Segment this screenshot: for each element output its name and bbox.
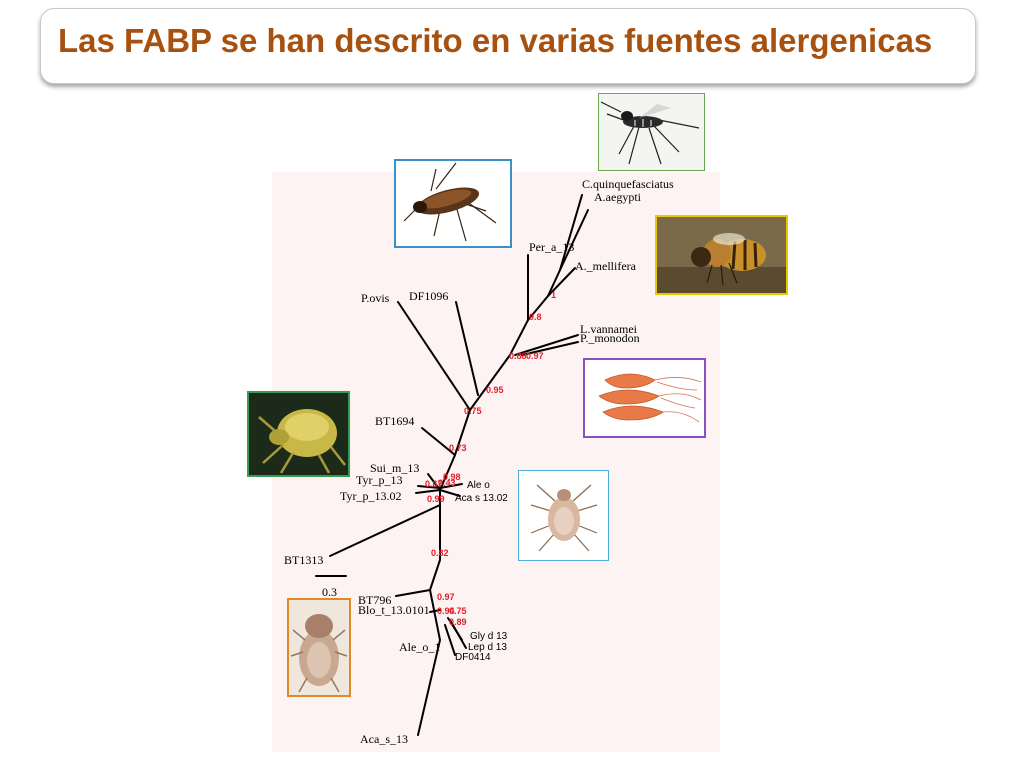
branch-p-monodon [521, 341, 579, 356]
leaf-label-bt1694: BT1694 [375, 414, 414, 428]
support-value: 0.99 [427, 494, 445, 504]
mite-closeup-photo [287, 598, 351, 697]
branch-lep-d [449, 619, 467, 649]
leaf-label-aca-s13: Aca_s_13 [360, 732, 408, 746]
branch-bt1694 [421, 427, 456, 456]
support-value: 0.97 [526, 351, 544, 361]
leaf-label-p-monodon: P._monodon [580, 331, 640, 345]
branch-bt796 [395, 589, 431, 597]
support-value: 0.43 [438, 478, 456, 488]
branch-aca-s1302 [439, 489, 461, 497]
support-value: 0.89 [449, 617, 467, 627]
leaf-label-tyr-p13: Tyr_p_13 [356, 473, 403, 487]
branch-trunk-upper [439, 269, 561, 491]
support-value: 0.97 [437, 592, 455, 602]
leaf-label-df1096: DF1096 [409, 289, 448, 303]
branch-df0414 [444, 624, 456, 656]
leaf-label-ale-o-1: Ale_o_1 [399, 640, 440, 654]
branch-a-aegypti [559, 209, 589, 271]
support-value: 0.75 [449, 606, 467, 616]
leaf-label-blo-t: Blo_t_13.0101 [358, 603, 430, 617]
storage-mite-photo [518, 470, 609, 561]
support-value: 0.94 [437, 606, 455, 616]
support-value: 0.88 [509, 351, 527, 361]
leaf-label-lep-d: Lep d 13 [468, 642, 507, 653]
leaf-label-c-quinquefasciatus: C.quinquefasciatus [582, 177, 674, 191]
dust-mite-photo [247, 391, 350, 477]
branch-ale-o [439, 483, 463, 489]
support-value: 0.67 [425, 479, 443, 489]
leaf-label-per-a: Per_a_13 [529, 240, 574, 254]
support-value: 0.73 [449, 443, 467, 453]
leaf-label-l-vannamei: L.vannamei [580, 322, 638, 336]
leaf-label-a-aegypti: A.aegypti [594, 190, 642, 204]
branch-a-mellifera [547, 267, 576, 297]
branch-p-ovis [397, 301, 471, 411]
support-value: 0.82 [431, 548, 449, 558]
branch-c-quinque [559, 194, 583, 271]
branch-bt1313 [329, 504, 441, 557]
mosquito-photo [598, 93, 705, 171]
leaf-label-ale-o: Ale o [467, 480, 490, 491]
leaf-label-sui-m: Sui_m_13 [370, 461, 419, 475]
leaf-label-bt1313: BT1313 [284, 553, 323, 567]
leaf-label-tyr-p1302: Tyr_p_13.02 [340, 489, 402, 503]
support-value: 0.95 [486, 385, 504, 395]
leaf-label-bt796: BT796 [358, 593, 391, 607]
slide-title: Las FABP se han descrito en varias fuent… [58, 22, 933, 59]
branch-tyr-p13 [417, 485, 441, 489]
branch-df1096 [455, 301, 479, 396]
support-value: 1 [551, 290, 556, 300]
branch-tyr-p1302 [415, 489, 441, 494]
cockroach-photo [394, 159, 512, 248]
title-banner [40, 8, 976, 84]
leaf-label-df0414: DF0414 [455, 652, 491, 663]
support-value: 0.8 [529, 312, 542, 322]
tree-branches [315, 194, 589, 736]
branch-blo-t [429, 609, 441, 613]
leaf-label-a-mellifera: A._mellifera [575, 259, 637, 273]
leaf-label-gly-d: Gly d 13 [470, 631, 508, 642]
leaf-label-aca-s1302: Aca s 13.02 [455, 493, 508, 504]
shrimp-photo [583, 358, 706, 438]
support-value: 0.98 [443, 472, 461, 482]
leaf-label-p-ovis: P.ovis [361, 291, 390, 305]
branch-l-vannamei [514, 334, 579, 356]
scale-label: 0.3 [322, 585, 337, 599]
honeybee-photo [655, 215, 788, 295]
support-value: 0.75 [464, 406, 482, 416]
